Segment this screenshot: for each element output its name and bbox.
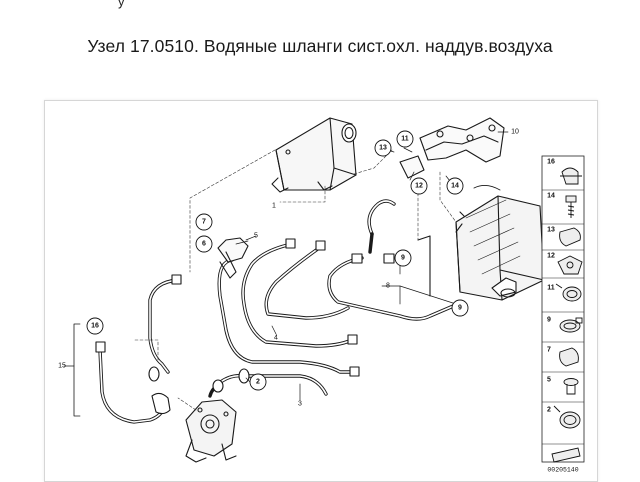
expansion-tank <box>271 117 357 193</box>
callout-11: 11 <box>396 130 414 148</box>
svg-text:11: 11 <box>401 136 409 143</box>
legend-num-2: 2 <box>547 407 551 414</box>
page-title: Узел 17.0510. Водяные шланги сист.охл. н… <box>87 36 553 56</box>
legend-num-11: 11 <box>547 285 555 292</box>
legend-num-16: 16 <box>547 159 555 166</box>
legend-num-14: 14 <box>547 193 555 200</box>
callout-circles: 7 6 2 9 9 16 11 13 <box>86 130 469 391</box>
part-9-hose-clamp-icon <box>559 317 583 333</box>
svg-text:13: 13 <box>379 145 387 152</box>
label-10: 10 <box>511 129 519 136</box>
callout-14: 14 <box>446 177 464 195</box>
callout-7: 7 <box>195 213 213 231</box>
svg-text:14: 14 <box>451 183 459 190</box>
callout-6: 6 <box>195 235 213 253</box>
legend-num-12: 12 <box>547 253 555 260</box>
part-11-clamp-icon <box>555 283 582 302</box>
callout-16: 16 <box>86 317 104 335</box>
part-16-clip-icon <box>560 167 582 185</box>
hose-3 <box>208 373 328 398</box>
legend-num-13: 13 <box>547 227 555 234</box>
svg-text:2: 2 <box>256 379 260 386</box>
clamp-2 <box>148 366 250 393</box>
hose-15 <box>95 341 171 424</box>
part-2-clamp-icon <box>553 405 581 429</box>
part-13-hose-icon <box>559 227 581 247</box>
svg-text:9: 9 <box>401 255 405 262</box>
callout-2: 2 <box>249 373 267 391</box>
label-4: 4 <box>274 335 278 342</box>
part-14-screw-icon <box>565 195 577 218</box>
cut-off-text: у <box>118 0 125 9</box>
svg-text:6: 6 <box>202 241 206 248</box>
part-5-bolt-icon <box>563 378 579 395</box>
intercooler <box>455 195 545 301</box>
svg-text:9: 9 <box>458 305 462 312</box>
water-pump <box>185 399 237 463</box>
callout-9-upper: 9 <box>394 249 412 267</box>
callout-9-lower: 9 <box>451 299 469 317</box>
bracket-assembly <box>399 117 505 191</box>
plain-labels: 5 1 3 4 8 10 15 <box>58 129 519 408</box>
fitting-5-6 <box>217 237 249 279</box>
part-7-hose-end-icon <box>559 347 579 367</box>
part-12-clip-icon <box>557 255 583 275</box>
legend-num-7: 7 <box>547 347 551 354</box>
svg-text:12: 12 <box>415 183 423 190</box>
hose-1 <box>148 238 360 377</box>
svg-text:16: 16 <box>91 323 99 330</box>
label-15: 15 <box>58 363 66 370</box>
legend-num-9: 9 <box>547 317 551 324</box>
label-3: 3 <box>298 401 302 408</box>
catalog-number: 00205140 <box>547 467 578 474</box>
label-5: 5 <box>254 233 258 240</box>
svg-text:7: 7 <box>202 219 206 226</box>
callout-12: 12 <box>410 177 428 195</box>
hose-8 <box>327 199 460 321</box>
legend-num-5: 5 <box>547 377 551 384</box>
label-8: 8 <box>386 283 390 290</box>
callout-13: 13 <box>374 139 392 157</box>
top-strip: у <box>0 0 640 9</box>
part-hose-wrap-icon <box>551 447 581 463</box>
legend-column: 16 14 13 12 11 9 7 5 2 <box>541 155 585 474</box>
label-1: 1 <box>272 203 276 210</box>
